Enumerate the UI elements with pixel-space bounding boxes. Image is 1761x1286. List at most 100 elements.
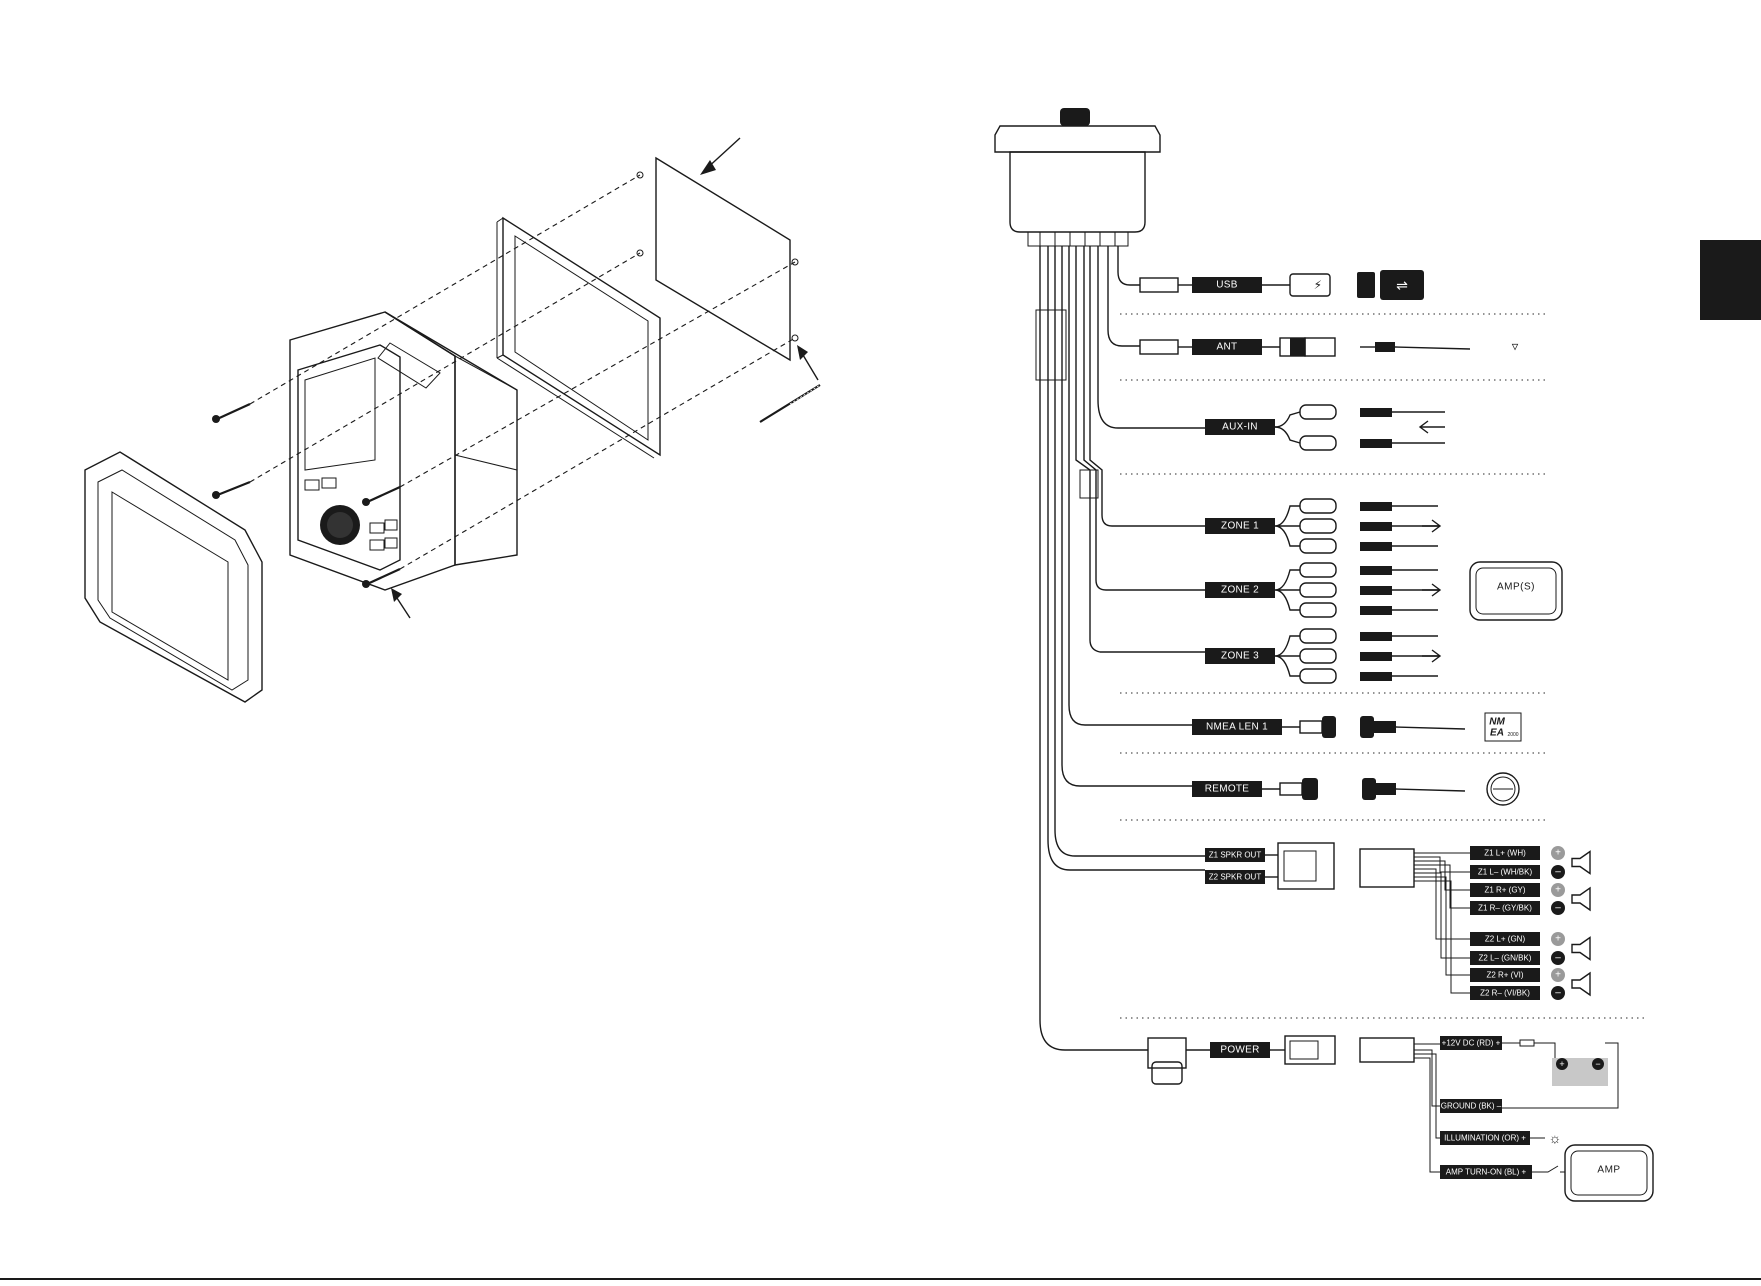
nmea-label: NMEA LEN 1 — [1206, 722, 1268, 733]
speaker-wire-label: Z1 R+ (GY) — [1484, 886, 1525, 895]
amp-on-wire-label: AMP TURN-ON (BL) + — [1446, 1168, 1527, 1177]
svg-text:NM: NM — [1489, 717, 1505, 728]
radio-unit — [289, 311, 518, 591]
switch-icon — [1532, 1165, 1565, 1173]
zone-connections: ZONE 1 ZONE 2 — [1205, 498, 1563, 684]
zone-1-row: ZONE 1 — [1205, 498, 1442, 554]
speaker-wire-label: Z1 L+ (WH) — [1484, 849, 1526, 858]
alignment-lines — [249, 174, 796, 570]
amp-label: AMP — [1597, 1165, 1620, 1176]
amps-label: AMP(S) — [1497, 582, 1535, 593]
speaker-wire-label-box — [1470, 951, 1540, 965]
z2-spkr-out-label: Z2 SPKR OUT — [1209, 873, 1262, 882]
usb-connection: USB ⚡ ⇌ — [1139, 270, 1424, 300]
section-separators — [1120, 313, 1645, 1019]
speaker-wire-row: Z1 R– (GY/BK) – — [1470, 901, 1565, 915]
plus-terminal-icon — [1551, 932, 1565, 946]
speaker-wire-row: Z1 L– (WH/BK) – — [1470, 865, 1565, 879]
speaker-wire-label-box — [1470, 986, 1540, 1000]
section-tab — [1700, 240, 1761, 320]
power-connection: POWER +12V DC (RD) + + − — [1120, 1035, 1654, 1202]
terminal-polarity: – — [1555, 988, 1561, 999]
speaker-wire-label-box — [1470, 883, 1540, 897]
amps-device: AMP(S) — [1469, 561, 1563, 621]
speaker-wire-label: Z2 R+ (VI) — [1486, 971, 1523, 980]
speaker-wire-label-box — [1470, 865, 1540, 879]
svg-text:EA: EA — [1490, 728, 1504, 739]
svg-text:2000: 2000 — [1507, 732, 1518, 738]
plus-terminal-icon — [1551, 883, 1565, 897]
speaker-wire-list: Z1 L+ (WH)+Z1 L– (WH/BK)–Z1 R+ (GY)+Z1 R… — [1470, 846, 1591, 1000]
speaker-icon — [1571, 850, 1591, 875]
speaker-icon — [1571, 886, 1591, 912]
nmea-connection: NMEA LEN 1 NM EA 2000 — [1192, 712, 1522, 742]
z1-spkr-out-label: Z1 SPKR OUT — [1209, 851, 1262, 860]
speaker-wire-label: Z2 L– (GN/BK) — [1479, 954, 1532, 963]
usb-symbol-icon: ⇌ — [1396, 277, 1408, 293]
terminal-polarity: – — [1555, 903, 1561, 914]
plus-terminal-icon — [1551, 968, 1565, 982]
speaker-wire-label: Z1 L– (WH/BK) — [1478, 868, 1533, 877]
terminal-polarity: + — [1555, 885, 1561, 896]
terminal-polarity: – — [1555, 953, 1561, 964]
plus-terminal-icon — [1551, 846, 1565, 860]
ant-label-box — [1192, 339, 1262, 355]
usb-power-icon: ⚡ — [1314, 278, 1323, 292]
amp-device: AMP — [1564, 1144, 1654, 1202]
output-arrow-icon — [1422, 649, 1442, 663]
speaker-icon — [1571, 936, 1591, 961]
terminal-polarity: + — [1555, 970, 1561, 981]
front-bezel — [84, 451, 263, 703]
wire-harness — [1035, 246, 1205, 1051]
speaker-wire-label-box — [1470, 968, 1540, 982]
zone-2-label: ZONE 2 — [1221, 585, 1259, 596]
usb-drive-icon — [1380, 270, 1424, 300]
minus-terminal-icon — [1551, 986, 1565, 1000]
speaker-wire-label: Z2 L+ (GN) — [1485, 935, 1526, 944]
speaker-wire-label-box — [1470, 901, 1540, 915]
speaker-wire-row: Z2 L+ (GN) + — [1470, 932, 1565, 946]
zone-2-row: ZONE 2 — [1205, 562, 1442, 618]
remote-label: REMOTE — [1205, 784, 1250, 795]
mounting-plate — [636, 156, 799, 362]
zone-3-row: ZONE 3 — [1205, 628, 1442, 684]
drill-bit — [759, 384, 821, 423]
speaker-wire-row: Z1 R+ (GY) + — [1470, 883, 1565, 897]
speaker-wire-row: Z2 R– (VI/BK) – — [1470, 986, 1565, 1000]
output-arrow-icon — [1422, 583, 1442, 597]
speaker-wire-label-box — [1470, 846, 1540, 860]
gasket-frame — [496, 216, 661, 459]
usb-label: USB — [1216, 280, 1237, 291]
terminal-polarity: – — [1555, 867, 1561, 878]
batt-wire-label: +12V DC (RD) + — [1442, 1039, 1501, 1048]
minus-terminal-icon — [1551, 951, 1565, 965]
antenna-icon: ▿ — [1512, 339, 1519, 354]
illum-wire-label: ILLUMINATION (OR) + — [1444, 1134, 1526, 1143]
power-label: POWER — [1220, 1045, 1259, 1056]
input-arrow-icon — [1418, 420, 1445, 434]
ant-label: ANT — [1217, 342, 1238, 353]
aux-in-label: AUX-IN — [1222, 422, 1258, 433]
battery-icon: + − — [1552, 1058, 1608, 1086]
speaker-wire-label: Z2 R– (VI/BK) — [1480, 989, 1530, 998]
remote-control-icon — [1486, 772, 1520, 806]
terminal-polarity: + — [1555, 848, 1561, 859]
speaker-wire-label-box — [1470, 932, 1540, 946]
speaker-icon — [1571, 971, 1591, 997]
remote-connection: REMOTE — [1192, 772, 1520, 806]
output-arrow-icon — [1422, 519, 1442, 533]
usb-plug-icon — [1357, 272, 1375, 298]
svg-text:+: + — [1559, 1059, 1564, 1069]
antenna-connection: ANT ▿ — [1139, 337, 1519, 357]
installation-exploded-view — [84, 137, 821, 703]
ground-wire-label: GROUND (BK) – — [1441, 1102, 1502, 1111]
direction-arrows — [391, 137, 819, 619]
minus-terminal-icon — [1551, 865, 1565, 879]
zone-3-label: ZONE 3 — [1221, 651, 1259, 662]
terminal-polarity: + — [1555, 934, 1561, 945]
nmea-2000-logo-icon: NM EA 2000 — [1484, 712, 1522, 742]
speaker-wire-label: Z1 R– (GY/BK) — [1478, 904, 1532, 913]
head-unit — [994, 108, 1161, 247]
